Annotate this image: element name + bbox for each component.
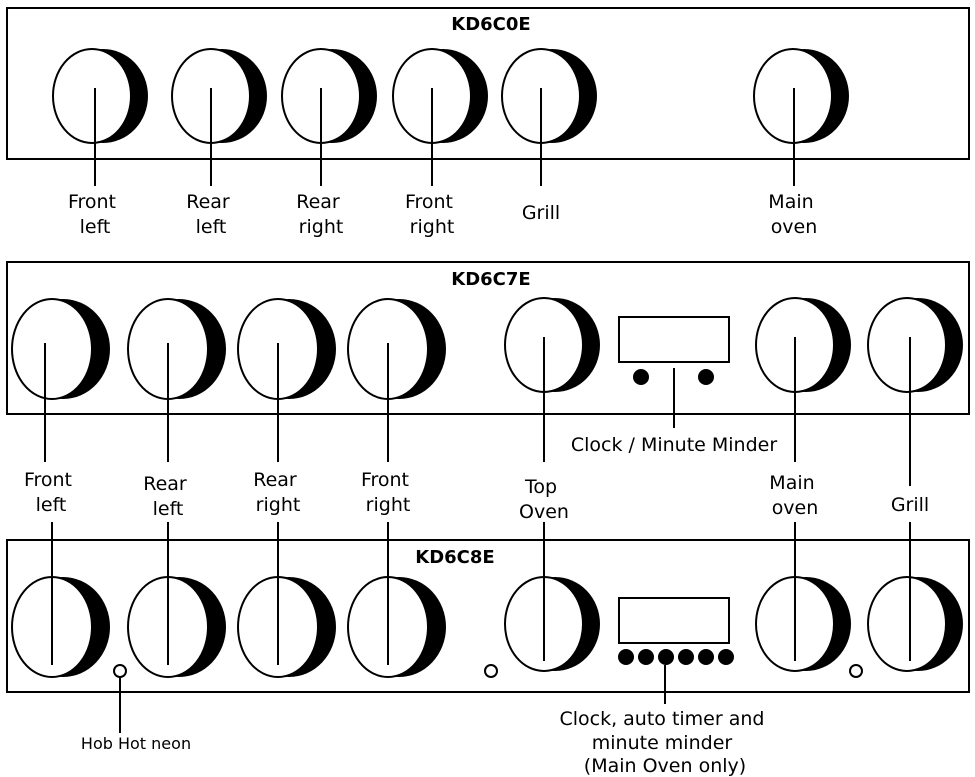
clock-label-3: Clock, auto timer and minute minder (Mai… xyxy=(559,708,770,777)
panel-kd6c7e-title: KD6C7E xyxy=(451,269,530,290)
knob-label-front-right-2: Front right xyxy=(361,469,415,516)
knob-top-oven-2[interactable] xyxy=(504,297,600,393)
knob-rear-left-1[interactable] xyxy=(171,48,267,144)
top-oven-neon-light xyxy=(484,664,498,678)
knob-label-main-oven-2: Main oven xyxy=(769,472,820,519)
clock-button-3d[interactable] xyxy=(678,649,694,665)
knob-main-oven-1[interactable] xyxy=(753,48,849,144)
knob-label-main-oven-1: Main oven xyxy=(768,191,819,238)
knob-rear-left-2[interactable] xyxy=(127,298,226,400)
knob-label-top-oven-2: Top Oven xyxy=(519,476,569,523)
knob-rear-right-2[interactable] xyxy=(237,298,336,400)
knob-front-right-3[interactable] xyxy=(347,576,446,678)
panel-kd6c0e-leader-lines xyxy=(94,88,795,186)
hob-hot-neon-light xyxy=(113,664,127,678)
knob-front-right-2[interactable] xyxy=(347,298,446,400)
knob-main-oven-3[interactable] xyxy=(755,576,851,672)
knob-label-rear-left-2: Rear left xyxy=(143,473,193,520)
panel-kd6c7e: KD6C7E xyxy=(6,261,970,486)
clock-display-3 xyxy=(618,597,730,644)
clock-button-3a[interactable] xyxy=(618,649,634,665)
knob-label-rear-right-2: Rear right xyxy=(253,469,303,516)
panel-kd6c8e-leader-lines xyxy=(51,522,911,733)
clock-display-2 xyxy=(618,316,730,363)
clock-label-2: Clock / Minute Minder xyxy=(571,434,777,456)
knob-front-left-2[interactable] xyxy=(11,298,110,400)
main-oven-neon-light xyxy=(849,664,863,678)
clock-button-3f[interactable] xyxy=(718,649,734,665)
clock-button-3e[interactable] xyxy=(698,649,714,665)
panel-kd6c8e-title: KD6C8E xyxy=(415,547,494,568)
knob-main-oven-2[interactable] xyxy=(755,297,851,393)
knob-rear-left-3[interactable] xyxy=(127,576,226,678)
knob-grill-3[interactable] xyxy=(867,576,963,672)
knob-label-front-right-1: Front right xyxy=(405,191,459,238)
clock-button-2a[interactable] xyxy=(633,369,649,385)
knob-label-front-left-1: Front left xyxy=(68,191,122,238)
knob-label-grill-2: Grill xyxy=(891,494,929,516)
knob-front-left-1[interactable] xyxy=(52,48,148,144)
clock-button-3c[interactable] xyxy=(658,649,674,665)
knob-label-grill-1: Grill xyxy=(522,202,560,224)
knob-label-front-left-2: Front left xyxy=(24,469,78,516)
clock-button-2b[interactable] xyxy=(698,369,714,385)
knob-rear-right-3[interactable] xyxy=(237,576,336,678)
knob-label-rear-right-1: Rear right xyxy=(296,191,346,238)
panel-kd6c0e-title: KD6C0E xyxy=(451,14,530,35)
knob-grill-2[interactable] xyxy=(867,297,963,393)
clock-unit-2[interactable] xyxy=(618,316,730,385)
clock-button-3b[interactable] xyxy=(638,649,654,665)
knob-front-right-1[interactable] xyxy=(392,48,488,144)
knob-rear-right-1[interactable] xyxy=(281,48,377,144)
panel-kd6c7e-leader-lines xyxy=(44,337,911,486)
knob-top-oven-3[interactable] xyxy=(504,576,600,672)
knob-grill-1[interactable] xyxy=(501,48,597,144)
knob-front-left-3[interactable] xyxy=(11,576,110,678)
clock-unit-3[interactable] xyxy=(618,597,734,665)
panel-kd6c8e: KD6C8E xyxy=(6,522,970,733)
knob-label-rear-left-1: Rear left xyxy=(186,191,236,238)
panel-kd6c0e: KD6C0E xyxy=(6,7,970,238)
hob-hot-neon-label: Hob Hot neon xyxy=(81,734,191,753)
